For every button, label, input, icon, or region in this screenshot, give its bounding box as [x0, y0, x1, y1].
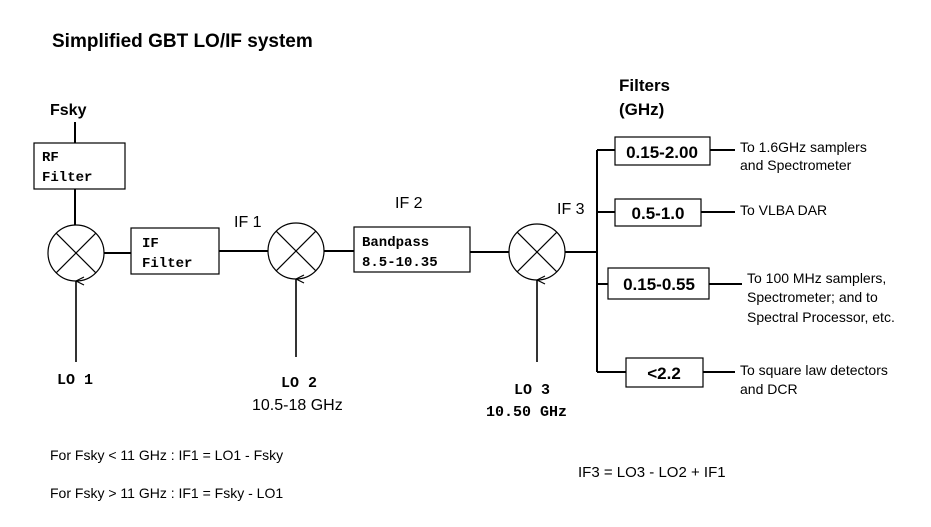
if-filter-line1: IF: [142, 236, 159, 252]
note-fsky-below-11ghz: For Fsky < 11 GHz : IF1 = LO1 - Fsky: [50, 447, 283, 463]
lo3-freq: 10.50 GHz: [486, 404, 567, 421]
filter-box: [614, 136, 711, 166]
lo1-label: LO 1: [57, 372, 93, 389]
filters-header-line1: Filters: [619, 76, 670, 95]
filter-destination: Spectral Processor, etc.: [747, 309, 895, 325]
filter-box: [614, 198, 702, 227]
bandpass-box: [353, 226, 471, 273]
filter-branch: 0.15-0.55 To 100 MHz samplers, Spectrome…: [597, 267, 895, 325]
lo2-label: LO 2: [281, 375, 317, 392]
filter-destination: and Spectrometer: [740, 157, 852, 173]
filter-range: 0.5-1.0: [632, 204, 685, 223]
bandpass-line1: Bandpass: [362, 235, 429, 251]
diagram-title: Simplified GBT LO/IF system: [52, 31, 313, 52]
bandpass-line2: 8.5-10.35: [362, 255, 438, 271]
mixer-1: [47, 224, 105, 282]
filter-box: [625, 357, 704, 388]
filters-header-line2: (GHz): [619, 100, 664, 119]
note-fsky-above-11ghz: For Fsky > 11 GHz : IF1 = Fsky - LO1: [50, 485, 283, 501]
rf-filter-box: [33, 142, 126, 190]
if3-label: IF 3: [557, 201, 585, 218]
filter-destination: Spectrometer; and to: [747, 289, 878, 305]
filter-destination: To VLBA DAR: [740, 202, 827, 218]
filter-branch: <2.2 To square law detectors and DCR: [597, 357, 888, 397]
filter-branch: 0.5-1.0 To VLBA DAR: [597, 198, 827, 227]
filter-destination: To 1.6GHz samplers: [740, 139, 867, 155]
mixer-2: [267, 222, 325, 280]
if-filter-box: [130, 227, 220, 275]
mixer-3: [508, 223, 566, 281]
rf-filter-line1: RF: [42, 150, 59, 166]
lo2-range: 10.5-18 GHz: [252, 397, 343, 414]
if2-label: IF 2: [395, 195, 423, 212]
if1-label: IF 1: [234, 214, 262, 231]
filter-branch: 0.15-2.00 To 1.6GHz samplers and Spectro…: [597, 136, 867, 173]
filter-destination: To 100 MHz samplers,: [747, 270, 886, 286]
filter-range: 0.15-0.55: [623, 275, 695, 294]
filter-range: <2.2: [647, 364, 681, 383]
if-filter-line2: Filter: [142, 256, 192, 272]
rf-filter-line2: Filter: [42, 170, 92, 186]
fsky-label: Fsky: [50, 102, 87, 119]
filter-destination: and DCR: [740, 381, 798, 397]
lo3-label: LO 3: [514, 382, 550, 399]
filter-destination: To square law detectors: [740, 362, 888, 378]
filter-range: 0.15-2.00: [626, 143, 698, 162]
note-if3-formula: IF3 = LO3 - LO2 + IF1: [578, 464, 726, 481]
